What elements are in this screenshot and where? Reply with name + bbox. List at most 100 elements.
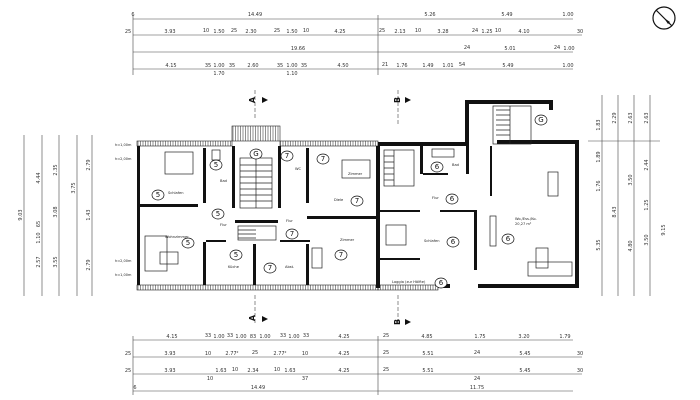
north-arrow-icon (652, 6, 676, 30)
dim: 3.20 (518, 334, 529, 340)
dim: 1.00 (286, 63, 297, 69)
dim: 4.25 (338, 368, 349, 374)
dim: 25 (125, 351, 131, 357)
dim: 3.75 (71, 182, 77, 193)
dim: 83 (250, 334, 256, 340)
dim: 10 (207, 376, 213, 382)
level-note: h≈2,00m (115, 259, 132, 263)
dim: 4.15 (166, 334, 177, 340)
apartment-marker: 7 (280, 150, 294, 162)
apartment-marker: 7 (263, 262, 277, 274)
level-note: h≈1,00m (115, 273, 132, 277)
apartment-marker: 7 (285, 228, 299, 240)
svg-text:5: 5 (216, 210, 220, 218)
bottom-dimensions: 4.15 33 1.00 33 1.00 83 1.00 33 1.00 33 … (125, 333, 583, 391)
dim: 14.49 (251, 385, 265, 391)
dim: 14.49 (248, 12, 262, 18)
dim: 3.93 (164, 368, 175, 374)
dim: 3.93 (164, 351, 175, 357)
section-label-b: B (393, 97, 402, 103)
room-label-schlafen: Schlafen (168, 191, 184, 195)
dim: 5.51 (422, 368, 433, 374)
apartment-marker: 7 (350, 195, 364, 207)
bed (385, 224, 407, 246)
dim: 1.00 (259, 334, 270, 340)
dim: 25 (231, 28, 237, 34)
apartment-marker: 6 (430, 161, 444, 173)
dim: 33 (303, 333, 309, 339)
dim: 25 (252, 350, 258, 356)
dim: 1.50 (286, 29, 297, 35)
dim: 25 (379, 28, 385, 34)
dim: 1.79 (559, 334, 570, 340)
svg-text:7: 7 (355, 197, 359, 205)
dim: 1.00 (288, 334, 299, 340)
apartment-marker: 6 (434, 277, 448, 289)
dim: 5.49 (501, 12, 512, 18)
dim: 4.25 (338, 351, 349, 357)
dim: 3.93 (164, 29, 175, 35)
svg-text:5: 5 (186, 239, 190, 247)
roof-edge (136, 284, 379, 291)
dim: 4.25 (334, 29, 345, 35)
section-label-b: B (393, 319, 402, 325)
svg-text:7: 7 (290, 230, 294, 238)
apartment-marker: 7 (334, 249, 348, 261)
dim: 2.35 (53, 164, 59, 175)
dim: 9.15 (661, 224, 667, 235)
dim: 2.79 (86, 259, 92, 270)
dim: 1.75 (474, 334, 485, 340)
dim: 4.85 (421, 334, 432, 340)
dim: 1.63 (284, 368, 295, 374)
room-area-wohnen: 20,27 m² (515, 222, 532, 226)
dim: 10 (415, 28, 421, 34)
dim: 2.29 (612, 112, 618, 123)
dim: 25 (383, 350, 389, 356)
dim: 30 (577, 29, 583, 35)
left-dimensions: 9.03 4.44 2.57 3.08 3.55 2.35 2.79 1.43 … (18, 159, 92, 270)
dim: 24 (554, 45, 560, 51)
dim: 24 (472, 28, 478, 34)
dim: 24 (474, 376, 480, 382)
dim: 25 (125, 29, 131, 35)
table (159, 251, 179, 265)
section-label-a: A (248, 96, 257, 103)
section-arrow-icon (405, 97, 411, 103)
svg-text:7: 7 (268, 264, 272, 272)
toilet (211, 149, 221, 161)
svg-text:6: 6 (439, 279, 444, 287)
svg-text:6: 6 (435, 163, 440, 171)
dim: 8.43 (612, 206, 618, 217)
bed (164, 151, 194, 175)
dim: 6 (133, 385, 136, 391)
apartment-marker: 5 (181, 237, 195, 249)
dim: 10 (203, 28, 209, 34)
level-note: h≈2,00m (115, 157, 132, 161)
dim: 1.01 (442, 63, 453, 69)
section-arrow-icon (262, 316, 268, 322)
dim: 1.49 (422, 63, 433, 69)
dim: 25 (383, 333, 389, 339)
room-label-flur: Flur (432, 196, 439, 200)
dim: 2.44 (644, 159, 650, 170)
bed (341, 159, 371, 179)
level-note: h≈1,00m (115, 143, 132, 147)
dim: 5.49 (502, 63, 513, 69)
room-label-zimmer: Zimmer (348, 172, 363, 176)
bathtub (431, 148, 455, 158)
dim: 4.25 (338, 334, 349, 340)
room-label-wc: WC (295, 167, 302, 171)
sofa (144, 235, 168, 272)
dim: 1.76 (596, 180, 602, 191)
kitchen-counter (489, 215, 497, 247)
dim: 19.66 (291, 46, 305, 52)
dim: 1.89 (596, 151, 602, 162)
room-label-flur: Flur (220, 223, 227, 227)
apartment-marker: G (534, 114, 548, 126)
section-label-a: A (248, 314, 257, 321)
svg-text:5: 5 (234, 251, 238, 259)
dim: 4.15 (165, 63, 176, 69)
apartment-marker: 6 (445, 193, 459, 205)
room-label-wohnzimmer: Wohnzimmer (165, 235, 189, 239)
dim: 4.10 (518, 29, 529, 35)
